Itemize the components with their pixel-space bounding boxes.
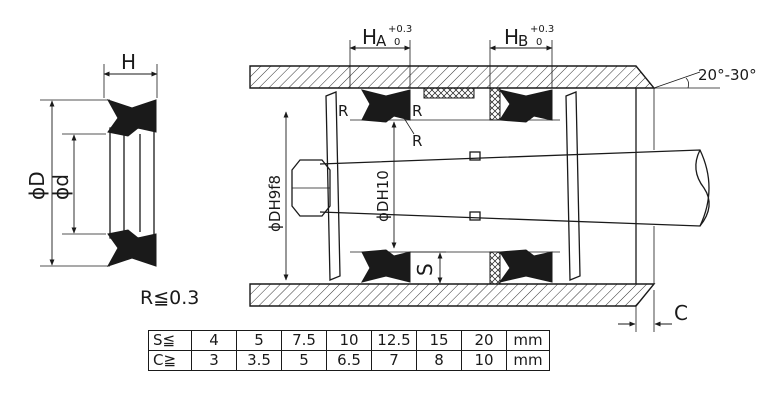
seal-cross-section: H ϕD ϕd R≦0.3 <box>25 50 199 309</box>
table-row-s: S≦ 4 5 7.5 10 12.5 15 20 mm <box>148 330 550 351</box>
wear-ring-top <box>423 87 475 99</box>
r-limit-label: R≦0.3 <box>140 287 199 309</box>
table-header-s: S≦ <box>148 330 192 351</box>
table-cell: 4 <box>191 330 237 351</box>
piston-left-plate <box>325 91 341 281</box>
r-label-3: R <box>412 132 422 150</box>
angle-label: 20°-30° <box>698 66 757 84</box>
angle-line <box>653 71 701 89</box>
h-label: H <box>121 50 136 74</box>
seal-profile-top <box>106 99 157 137</box>
seal-a-top <box>360 89 411 123</box>
hb-label: H <box>504 25 519 49</box>
table-cell: 7.5 <box>281 330 327 351</box>
table-cell: 3.5 <box>236 350 282 371</box>
seal-b-top <box>498 89 553 123</box>
cylinder-assembly: 20°-30° R R R H <box>249 24 757 332</box>
phi-d-inner-label: ϕd <box>49 174 73 200</box>
piston-nut <box>291 159 331 217</box>
piston-rod <box>319 149 710 227</box>
s-label: S <box>413 263 437 276</box>
r-leader-3 <box>403 117 415 135</box>
seal-b-bottom <box>498 249 553 283</box>
ha-subscript: A <box>376 32 387 50</box>
ha-label: H <box>362 25 377 49</box>
seal-a-bottom <box>360 249 411 283</box>
angle-arc <box>685 77 690 89</box>
table-cell: 10 <box>461 350 507 371</box>
backup-ring-top <box>489 87 501 121</box>
cylinder-wall-top <box>249 65 656 89</box>
table-cell: 20 <box>461 330 507 351</box>
table-cell: 5 <box>281 350 327 371</box>
table-header-c: C≧ <box>148 350 192 371</box>
table-cell: 10 <box>326 330 372 351</box>
seal-ring-body <box>109 127 155 239</box>
piston-right-plate <box>565 91 581 281</box>
size-spec-table: S≦ 4 5 7.5 10 12.5 15 20 mm C≧ 3 3.5 5 6… <box>148 330 550 371</box>
table-cell: 7 <box>371 350 417 371</box>
phi-d-outer-label: ϕD <box>25 171 49 200</box>
table-cell: 3 <box>191 350 237 371</box>
hb-subscript: B <box>518 32 528 50</box>
table-cell: 15 <box>416 330 462 351</box>
rod-o-ring-top <box>469 151 481 161</box>
seal-profile-bottom <box>106 229 157 267</box>
cylinder-wall-bottom <box>249 283 656 307</box>
table-cell: 6.5 <box>326 350 372 371</box>
table-cell: 8 <box>416 350 462 371</box>
r-label-2: R <box>412 102 422 120</box>
rod-o-ring-bottom <box>469 211 481 221</box>
c-label: C <box>674 301 688 325</box>
ha-tolerance-upper: +0.3 <box>388 24 412 35</box>
backup-ring-bottom <box>489 251 501 285</box>
phi-dh9f8-label: ϕDH9f8 <box>266 175 284 232</box>
r-label-1: R <box>338 102 348 120</box>
table-unit: mm <box>506 330 550 351</box>
table-cell: 5 <box>236 330 282 351</box>
table-row-c: C≧ 3 3.5 5 6.5 7 8 10 mm <box>148 350 550 371</box>
table-cell: 12.5 <box>371 330 417 351</box>
ha-tolerance-lower: 0 <box>394 37 400 48</box>
table-unit: mm <box>506 350 550 371</box>
rod-break-line <box>695 149 710 227</box>
phi-dh10-label: ϕDH10 <box>374 170 392 222</box>
hb-tolerance-upper: +0.3 <box>530 24 554 35</box>
hb-tolerance-lower: 0 <box>536 37 542 48</box>
